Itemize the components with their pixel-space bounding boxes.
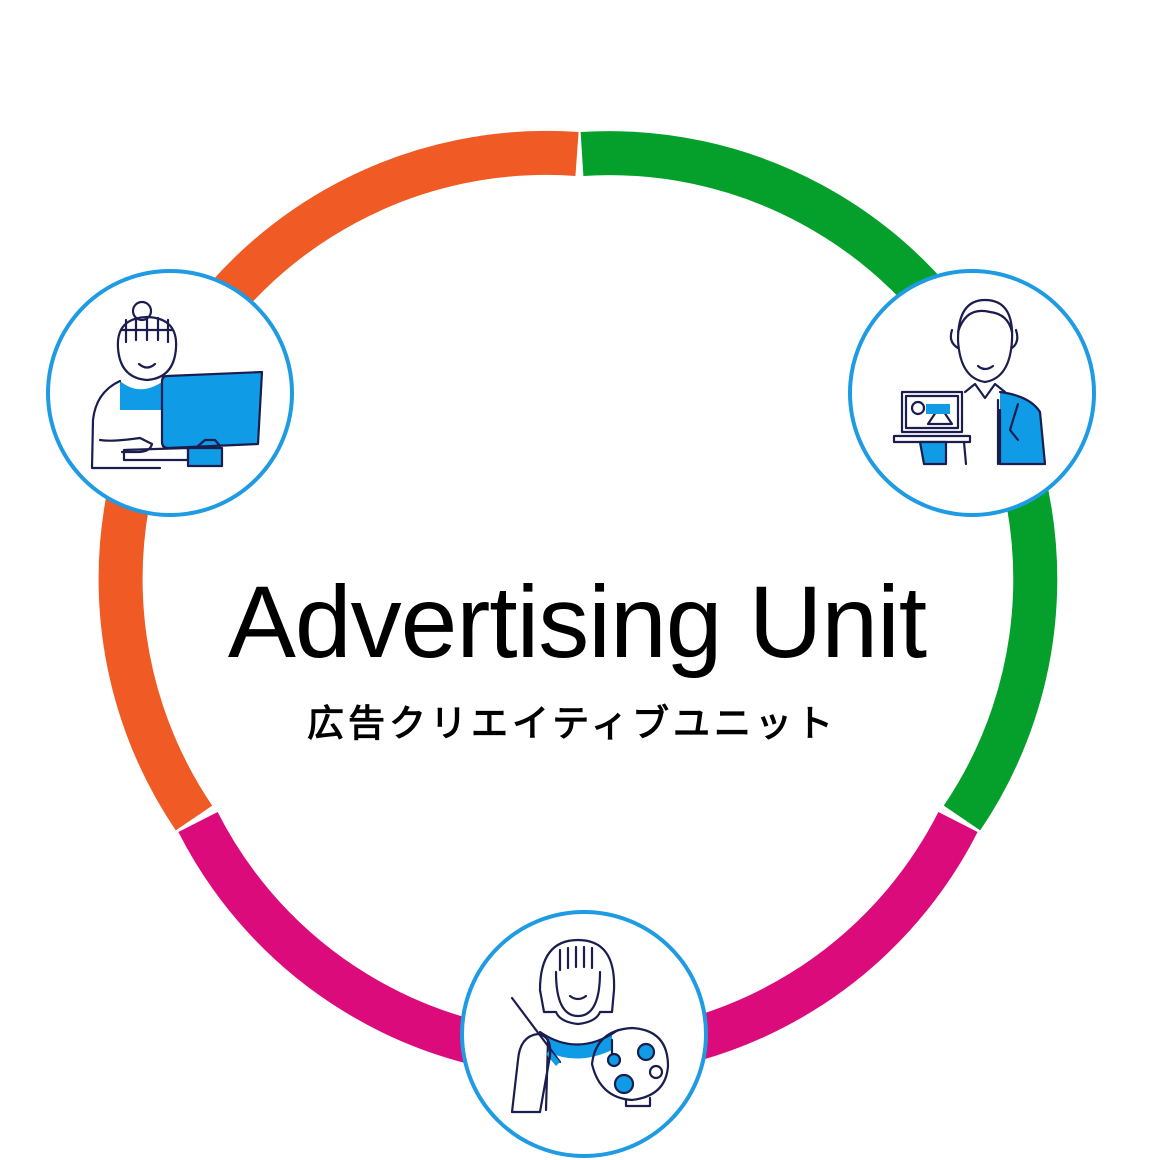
diagram-title: Advertising Unit: [228, 565, 927, 679]
node-presenter: [848, 269, 1096, 517]
node-painter: [460, 910, 708, 1158]
person-at-computer-icon: [90, 300, 264, 470]
node-border: [460, 910, 708, 1158]
painter-with-palette-icon: [510, 938, 670, 1114]
node-border: [848, 269, 1096, 517]
presenter-with-laptop-icon: [892, 298, 1047, 466]
node-computer-worker: [46, 269, 294, 517]
diagram-subtitle: 広告クリエイティブユニット: [307, 702, 837, 745]
